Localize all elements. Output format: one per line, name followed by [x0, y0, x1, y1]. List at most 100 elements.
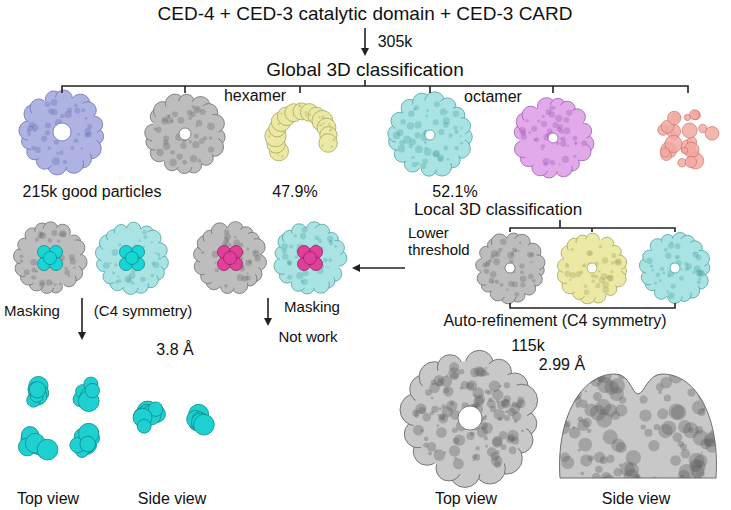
map-part	[446, 111, 448, 113]
map-part	[195, 125, 197, 127]
map-part	[646, 239, 705, 298]
map-part	[592, 473, 601, 482]
map-part	[569, 427, 581, 439]
map-part	[588, 374, 596, 382]
bracket-stem	[364, 80, 366, 86]
map-part	[560, 429, 563, 432]
map-part	[541, 121, 547, 127]
map-part	[702, 408, 705, 411]
map-part	[574, 142, 577, 145]
map-part	[669, 370, 683, 384]
map-part	[245, 260, 252, 267]
map-part	[85, 117, 88, 120]
map-part	[301, 280, 304, 283]
map-part	[537, 119, 540, 122]
map-part	[546, 109, 552, 115]
density-map	[388, 92, 472, 176]
map-part	[414, 414, 419, 419]
step-label: Auto-refinement (C4 symmetry)	[443, 312, 666, 330]
map-part	[298, 104, 301, 107]
map-part	[453, 437, 460, 444]
map-part	[65, 111, 72, 118]
map-part	[415, 145, 423, 153]
map-part	[64, 267, 67, 270]
map-part	[578, 438, 592, 452]
map-part	[567, 145, 569, 147]
step-label: Top view	[17, 490, 79, 508]
map-part	[607, 275, 613, 281]
map-part	[51, 230, 57, 236]
map-part	[660, 148, 669, 157]
map-part	[287, 260, 292, 265]
map-part	[656, 383, 664, 391]
map-part	[488, 397, 493, 402]
map-part	[45, 122, 51, 128]
down-arrow	[267, 298, 269, 324]
map-part	[189, 140, 192, 143]
map-part	[449, 445, 460, 456]
map-part	[142, 230, 146, 234]
map-part	[411, 156, 414, 159]
map-part	[321, 144, 324, 147]
map-part	[526, 119, 529, 122]
map-part	[299, 105, 302, 108]
step-label: hexamer	[224, 87, 286, 105]
map-part	[302, 227, 308, 233]
map-part	[679, 464, 695, 480]
map-part	[420, 163, 426, 169]
density-map	[145, 94, 226, 173]
map-part	[332, 138, 335, 141]
map-part	[647, 362, 661, 376]
map-part	[443, 146, 448, 151]
map-part	[495, 450, 499, 454]
map-part	[519, 104, 586, 171]
map-part	[607, 275, 614, 282]
map-part	[177, 117, 184, 124]
map-part	[208, 146, 214, 152]
map-part	[664, 248, 668, 252]
map-part	[422, 158, 428, 164]
map-part	[196, 107, 199, 110]
map-part	[582, 263, 586, 267]
map-part	[639, 396, 647, 404]
map-part	[308, 113, 311, 116]
map-part	[521, 133, 527, 139]
map-part	[443, 386, 453, 396]
map-part	[151, 241, 153, 243]
map-part	[599, 277, 606, 284]
step-label: 305k	[378, 33, 413, 51]
map-part	[570, 248, 573, 251]
map-part	[600, 409, 604, 413]
map-part	[327, 236, 333, 242]
step-label: 215k good particles	[23, 183, 162, 201]
map-part	[560, 137, 562, 139]
map-part	[600, 357, 605, 362]
map-part	[573, 155, 577, 159]
map-part	[580, 471, 584, 475]
map-part	[20, 259, 24, 263]
map-part	[408, 144, 412, 148]
map-part	[492, 436, 503, 447]
map-part	[85, 383, 99, 397]
map-part	[602, 287, 609, 294]
map-part	[114, 263, 118, 267]
map-part	[700, 472, 704, 476]
map-part	[611, 261, 615, 265]
step-label: Local 3D classification	[414, 201, 582, 220]
map-part	[421, 429, 424, 432]
map-part	[556, 420, 570, 434]
map-part	[562, 156, 569, 163]
map-part	[289, 244, 293, 248]
map-part	[696, 269, 703, 276]
map-part	[550, 160, 555, 165]
map-part	[59, 230, 66, 237]
map-part	[29, 382, 45, 398]
map-part	[670, 241, 673, 244]
map-part	[555, 115, 562, 122]
map-part	[656, 347, 670, 361]
map-part	[460, 386, 463, 389]
map-part	[323, 258, 327, 262]
step-label: Lower threshold	[408, 225, 472, 258]
map-part	[224, 252, 237, 265]
map-part	[182, 160, 187, 165]
